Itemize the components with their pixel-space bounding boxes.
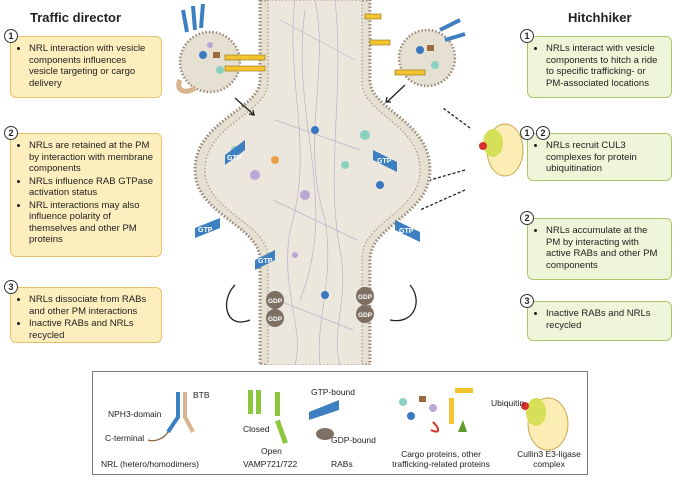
legend-gdp-bound: GDP-bound [331,435,376,445]
flow-arrows [226,84,471,323]
left-box-1-item-1: NRL interaction with vesicle components … [29,43,154,89]
gdp-label-4: GDP [358,312,373,319]
left-box-2: NRLs are retained at the PM by interacti… [10,133,162,257]
right-box-3-badge: 2 [520,211,534,225]
legend-shapes [147,388,569,451]
right-box-2-item-1: NRLs recruit CUL3 complexes for protein … [546,140,664,175]
legend-ubiquitin: Ubiquitin [491,398,525,408]
cargo-dots [231,126,384,299]
gtp-label-2: GTP [377,158,392,165]
central-diagram: GTP GTP GTP GTP GTP GDP GDP GDP GDP [176,0,524,365]
gtp-label-1: GTP [227,155,242,162]
legend-nrl-caption: NRL (hetero/homodimers) [101,459,199,469]
right-box-1-badge: 1 [520,29,534,43]
legend-cargo-caption: Cargo proteins, other trafficking-relate… [392,449,490,469]
left-box-3-item-1: NRLs dissociate from RABs and other PM i… [29,294,154,317]
left-box-1-badge: 1 [4,29,18,43]
legend-vamp-caption: VAMP721/722 [243,459,298,469]
gdp-label-2: GDP [268,316,283,323]
right-box-3-item-1: NRLs accumulate at the PM by interacting… [546,225,664,271]
gdp-label-1: GDP [268,298,283,305]
left-box-2-item-2: NRLs influence RAB GTPase activation sta… [29,176,154,199]
right-box-2-badge-b: 2 [536,126,550,140]
right-box-2-badge-a: 1 [520,126,534,140]
right-box-4-badge: 3 [520,294,534,308]
legend-vamp-closed: Closed [243,424,270,434]
vamp-proteins [224,13,426,76]
left-box-2-badge: 2 [4,126,18,140]
right-vesicle [397,18,466,88]
left-box-2-item-3: NRL interactions may also influence pola… [29,200,154,246]
legend-cullin-caption: Cullin3 E3-ligase complex [517,449,581,469]
left-box-1: NRL interaction with vesicle components … [10,36,162,98]
hitchhiker-title: Hitchhiker [568,10,632,25]
inner-membrane [204,0,421,365]
right-box-4: Inactive RABs and NRLs recycled [527,301,672,341]
legend-gtp-bound: GTP-bound [311,387,355,397]
legend-rabs-caption: RABs [331,459,353,469]
cytoskeleton-fibers [272,0,361,365]
cullin-complex [479,123,524,177]
gtp-label-5: GTP [258,258,273,265]
left-box-3: NRLs dissociate from RABs and other PM i… [10,287,162,343]
legend-vamp-open: Open [261,446,282,456]
legend-nph3: NPH3-domain [108,409,162,419]
legend-cterm: C-terminal [105,433,145,443]
right-box-1-item-1: NRLs interact with vesicle components to… [546,43,664,89]
left-box-3-badge: 3 [4,280,18,294]
gtp-rabs [195,140,420,270]
legend: BTB NPH3-domain C-terminal NRL (hetero/h… [92,371,588,475]
right-box-1: NRLs interact with vesicle components to… [527,36,672,98]
left-vesicle [176,3,242,94]
legend-btb: BTB [193,390,210,400]
left-box-3-item-2: Inactive RABs and NRLs recycled [29,318,154,341]
right-box-2: NRLs recruit CUL3 complexes for protein … [527,133,672,181]
traffic-director-title: Traffic director [30,10,122,25]
gtp-label-3: GTP [198,227,213,234]
right-box-4-item-1: Inactive RABs and NRLs recycled [546,308,664,331]
gdp-rabs [266,287,374,327]
gdp-label-3: GDP [358,294,373,301]
left-box-2-item-1: NRLs are retained at the PM by interacti… [29,140,154,175]
right-box-3: NRLs accumulate at the PM by interacting… [527,218,672,280]
gtp-label-4: GTP [399,228,414,235]
